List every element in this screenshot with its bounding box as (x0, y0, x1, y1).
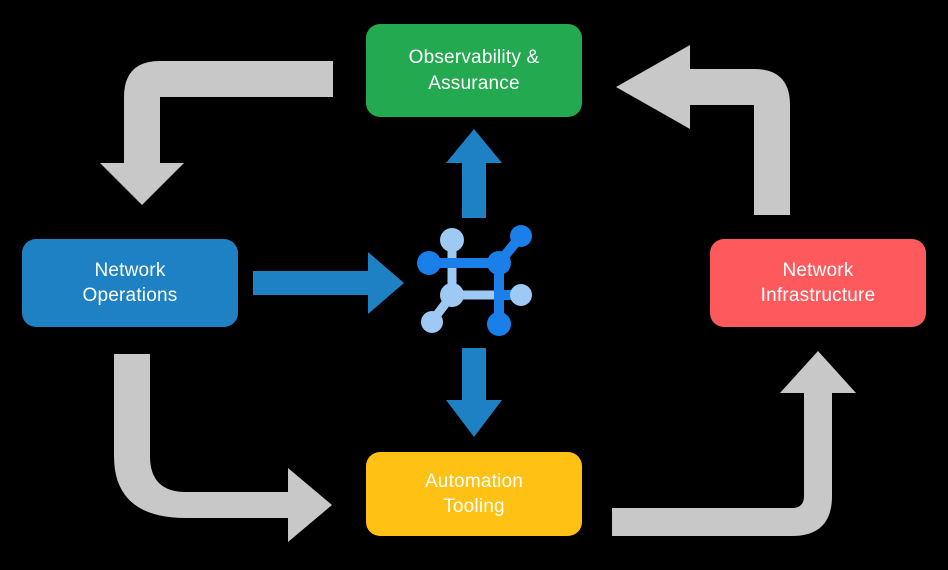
arrow-center-to-observability (446, 129, 502, 218)
arrow-operations-to-center (253, 252, 404, 314)
arrow-infrastructure-to-observability (616, 45, 790, 215)
node-infrastructure-label: Network Infrastructure (760, 259, 876, 306)
node-observability-label: Observability & Assurance (408, 47, 540, 94)
node-network-infrastructure[interactable]: Network Infrastructure (710, 239, 926, 327)
node-automation-label: Automation Tooling (424, 470, 524, 517)
arrow-automation-to-infrastructure (612, 351, 856, 536)
node-observability-assurance[interactable]: Observability & Assurance (366, 24, 582, 117)
node-network-operations[interactable]: Network Operations (22, 239, 238, 327)
arrow-observability-to-operations (100, 61, 333, 205)
node-operations-label: Network Operations (82, 259, 178, 306)
arrow-operations-to-automation (114, 354, 332, 542)
node-automation-tooling[interactable]: Automation Tooling (366, 452, 582, 536)
arrow-center-to-automation (446, 348, 502, 437)
